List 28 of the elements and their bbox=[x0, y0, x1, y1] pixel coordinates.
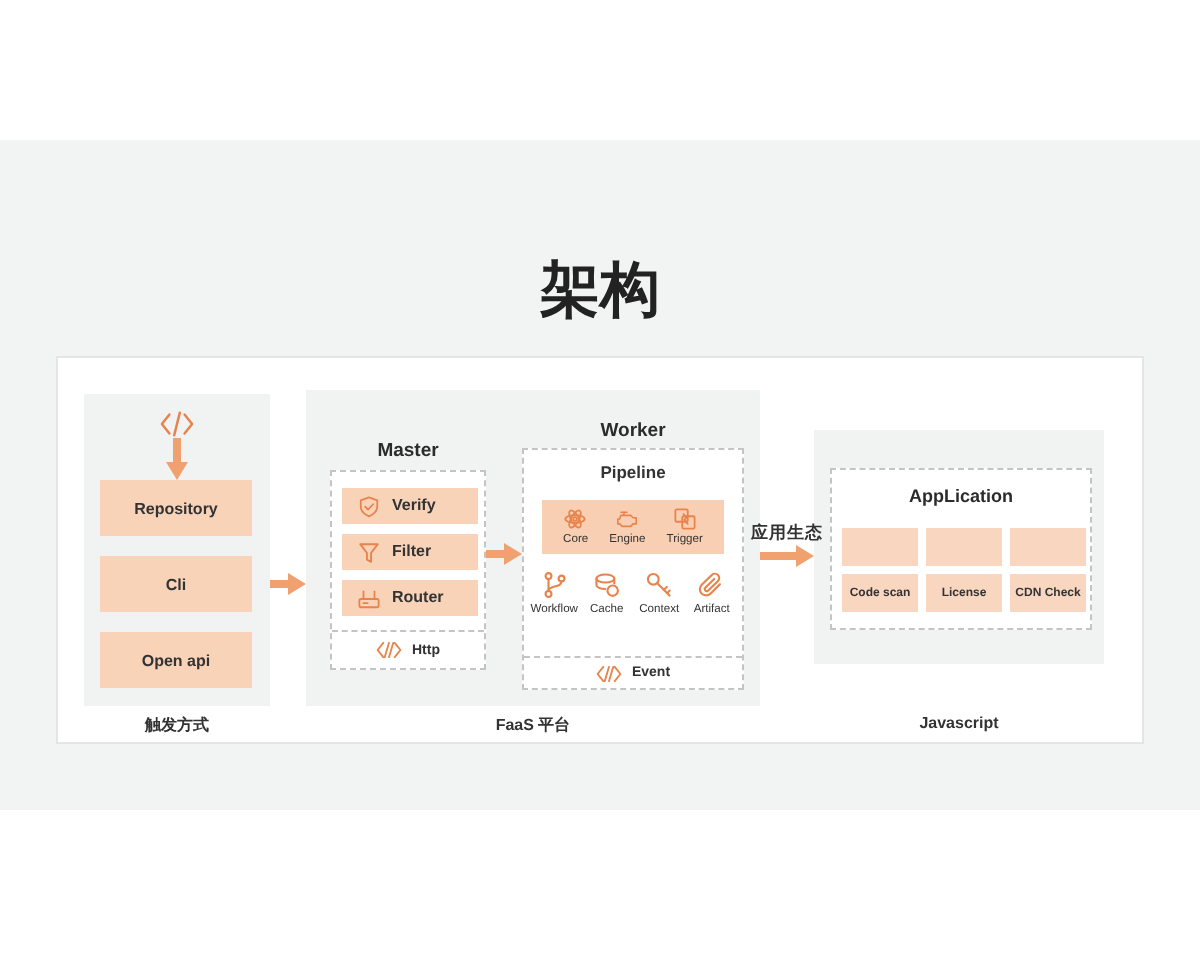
code-icon bbox=[160, 410, 194, 438]
source-box: Open api bbox=[100, 632, 252, 688]
source-box: Cli bbox=[100, 556, 252, 612]
plugin-box bbox=[926, 528, 1002, 566]
module-box bbox=[342, 534, 478, 570]
arrow bbox=[270, 573, 306, 595]
module-label: Filter bbox=[392, 540, 432, 564]
plugin-box bbox=[842, 528, 918, 566]
module-box bbox=[342, 488, 478, 524]
frame-heading: Worker bbox=[600, 420, 666, 442]
edge-label: 应用生态 bbox=[751, 522, 823, 546]
panel-caption: Javascript bbox=[919, 714, 999, 732]
panel-caption: FaaS 平台 bbox=[495, 714, 571, 736]
frame-heading: AppLication bbox=[909, 486, 1013, 506]
section-heading: Pipeline bbox=[600, 462, 666, 482]
panel-caption: 触发方式 bbox=[145, 714, 209, 736]
module-label: Router bbox=[392, 586, 444, 610]
plugin-box bbox=[1010, 528, 1086, 566]
module-box bbox=[342, 580, 478, 616]
module-label: Verify bbox=[392, 494, 436, 518]
component-band bbox=[542, 500, 724, 554]
dashed-frame bbox=[830, 468, 1092, 630]
frame-heading: Master bbox=[377, 440, 439, 462]
arrow bbox=[486, 543, 522, 565]
arrow bbox=[166, 438, 188, 480]
arrow bbox=[760, 545, 814, 567]
title: 架构 bbox=[540, 256, 660, 328]
source-box: Repository bbox=[100, 480, 252, 536]
